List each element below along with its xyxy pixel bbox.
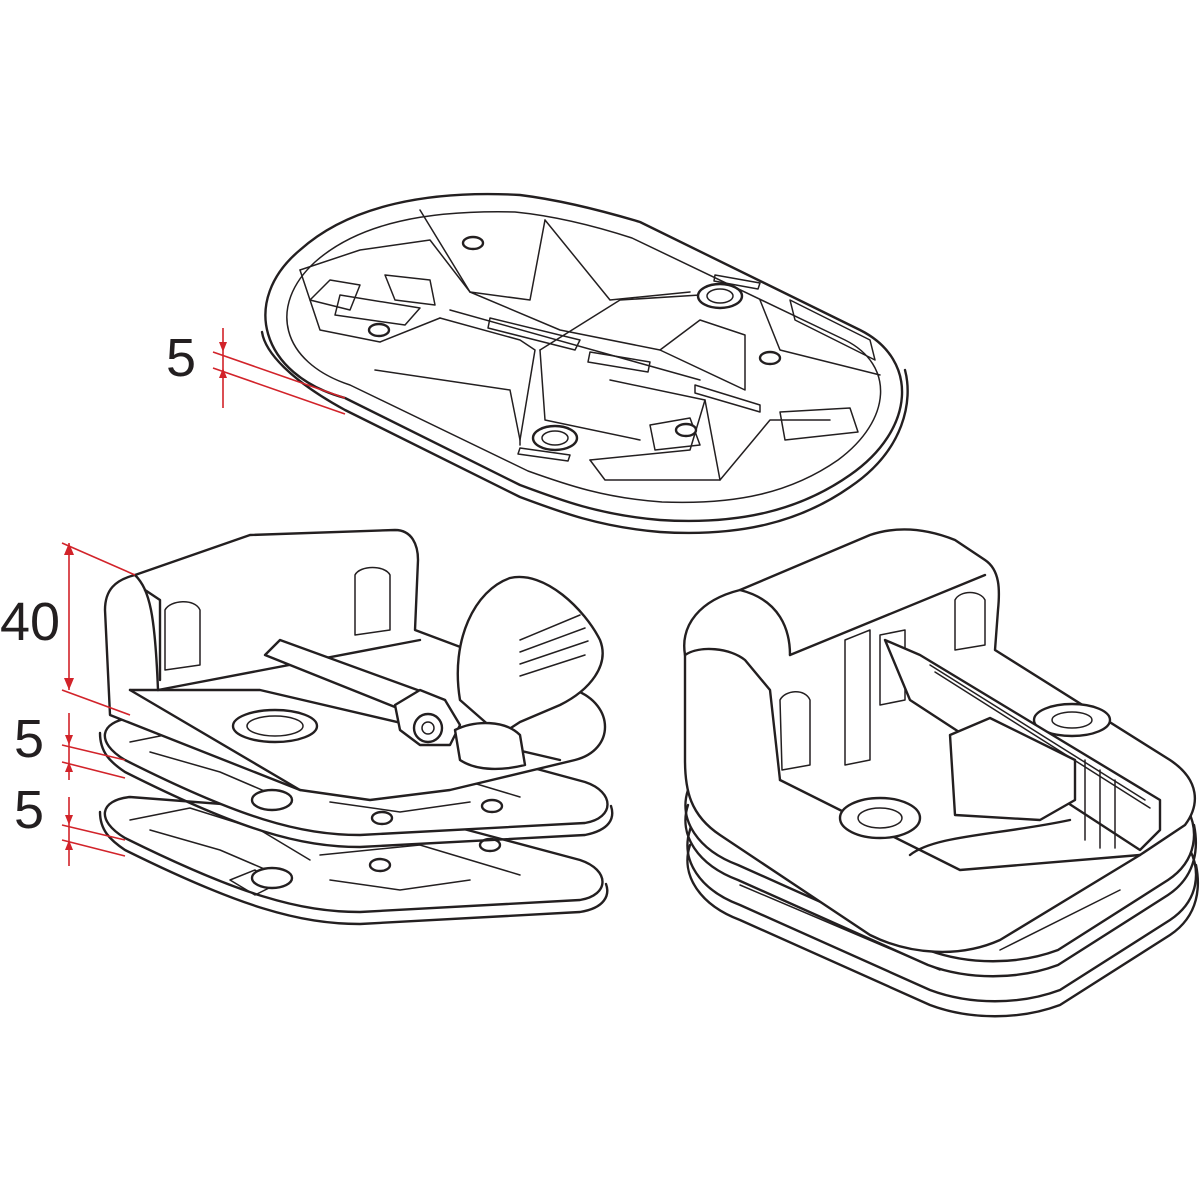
- dimension-top-plate: 5: [166, 328, 346, 415]
- dimension-label-spacer-2: 5: [14, 780, 44, 840]
- dimension-spacer-2: 5: [14, 780, 126, 866]
- dimension-label-top: 5: [166, 328, 196, 388]
- lower-spacer-plate: [98, 795, 609, 926]
- right-assembly: [683, 528, 1200, 1018]
- top-spacer-plate: [260, 192, 909, 535]
- dimension-spacer-1: 5: [14, 709, 126, 780]
- clamp-lever: [263, 575, 604, 771]
- dimension-base-height: 40: [0, 542, 136, 716]
- dimension-label-spacer-1: 5: [14, 709, 44, 769]
- left-assembly: [98, 528, 614, 926]
- dimension-label-base: 40: [0, 592, 60, 652]
